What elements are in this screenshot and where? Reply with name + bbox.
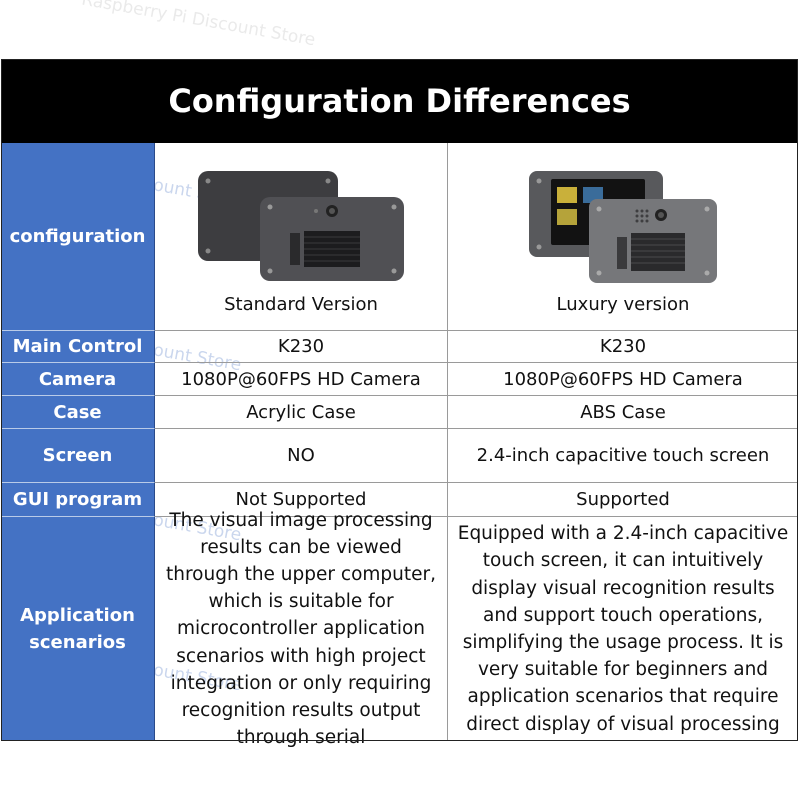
watermark-text: Raspberry Pi Discount Store bbox=[80, 0, 317, 51]
luxury-version-label: Luxury version bbox=[556, 294, 690, 315]
luxury-main-control: K230 bbox=[448, 331, 798, 363]
standard-application-text: The visual image processing results can … bbox=[155, 510, 448, 748]
luxury-gui-program: Supported bbox=[448, 483, 798, 517]
standard-main-control: K230 bbox=[155, 331, 448, 363]
row-label-configuration: configuration bbox=[1, 143, 155, 331]
row-label-case: Case bbox=[1, 396, 155, 429]
standard-version-label: Standard Version bbox=[224, 294, 378, 315]
row-label-main-control: Main Control bbox=[1, 331, 155, 363]
page-title: Configuration Differences bbox=[1, 59, 798, 143]
luxury-version-cell: Luxury version bbox=[448, 143, 798, 331]
luxury-camera: 1080P@60FPS HD Camera bbox=[448, 363, 798, 396]
standard-version-cell: Standard Version bbox=[155, 143, 448, 331]
luxury-screen: 2.4-inch capacitive touch screen bbox=[448, 429, 798, 483]
row-label-line: Application bbox=[20, 605, 135, 626]
row-label-camera: Camera bbox=[1, 363, 155, 396]
row-label-screen: Screen bbox=[1, 429, 155, 483]
luxury-application-text: Equipped with a 2.4-inch capacitive touc… bbox=[457, 523, 789, 735]
luxury-case: ABS Case bbox=[448, 396, 798, 429]
luxury-device-image bbox=[529, 171, 717, 283]
table-border bbox=[1, 59, 798, 741]
row-label-line: scenarios bbox=[29, 632, 126, 653]
standard-case: Acrylic Case bbox=[155, 396, 448, 429]
row-label-application-scenarios: Application scenarios bbox=[1, 517, 155, 741]
standard-camera: 1080P@60FPS HD Camera bbox=[155, 363, 448, 396]
standard-screen: NO bbox=[155, 429, 448, 483]
standard-device-image bbox=[198, 171, 404, 281]
comparison-table: configuration Standard Version bbox=[1, 143, 798, 748]
row-label-gui-program: GUI program bbox=[1, 483, 155, 517]
standard-gui-program: Not Supported bbox=[155, 483, 448, 517]
